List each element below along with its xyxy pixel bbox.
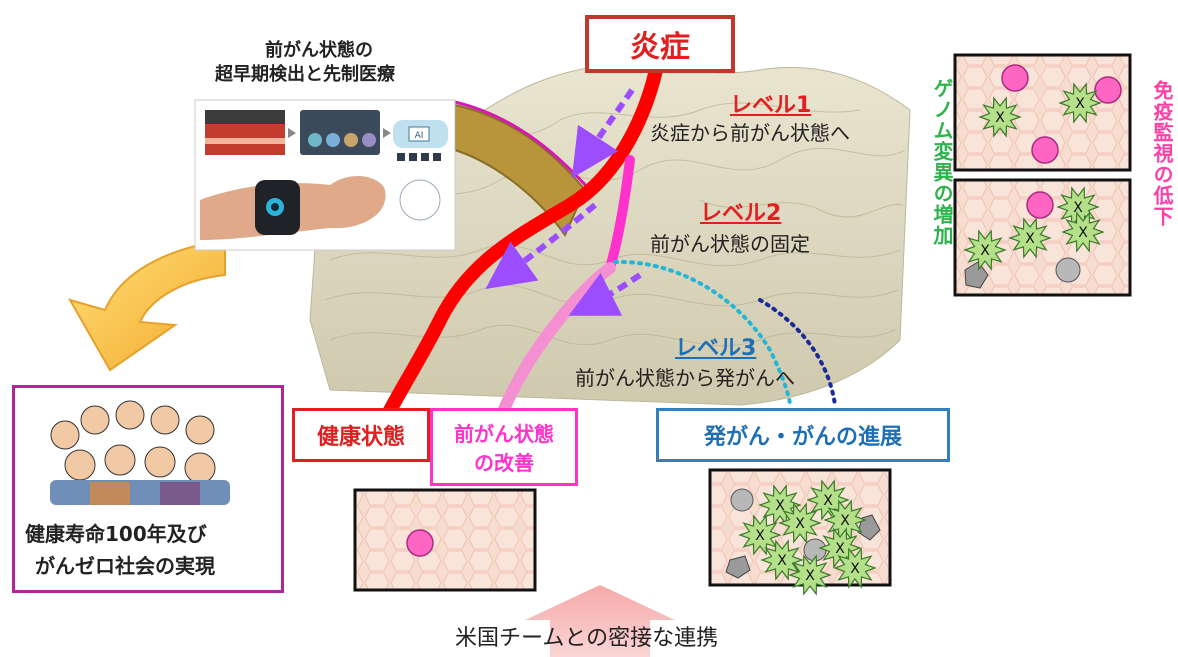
mutant-cell-marker: X — [775, 498, 785, 514]
mutant-cell-marker: X — [1078, 225, 1088, 241]
goal-line1: 健康寿命100年及び — [25, 522, 207, 546]
mutant-cell-marker: X — [777, 553, 787, 569]
mutant-cell: X — [760, 539, 804, 581]
dotted-cyan-path — [613, 259, 792, 407]
mutant-cell: X — [1061, 211, 1105, 253]
mutant-cell-marker: X — [840, 513, 850, 529]
mutant-cell: X — [823, 499, 867, 541]
mutant-cell: X — [778, 502, 822, 544]
progress-state-label: 発がん・がんの進展 — [703, 425, 902, 450]
healthy-state-box: 健康状態 — [292, 408, 430, 462]
device-image-panel: AI — [194, 99, 456, 251]
mutant-cell-marker: X — [1025, 231, 1035, 247]
bottom-up-arrow — [525, 585, 675, 657]
dotted-navy-path — [758, 298, 837, 407]
level3-desc: 前がん状態から発がんへ — [575, 366, 795, 390]
title-line2: 超早期検出と先制医療 — [215, 64, 395, 85]
mutant-cell: X — [963, 229, 1007, 271]
mutant-cell: X — [1008, 217, 1052, 259]
genome-side-label: ゲノム変異の増加 — [930, 78, 954, 246]
level1-name: レベル1 — [730, 93, 812, 118]
healthy-state-label: 健康状態 — [316, 425, 405, 450]
purple-arrows — [485, 88, 642, 316]
mutant-cell-marker: X — [1073, 200, 1083, 216]
immune-side-label: 免疫監視の低下 — [1150, 80, 1174, 227]
mutant-cell-marker: X — [980, 243, 990, 259]
improved-state-line2: の改善 — [474, 451, 534, 475]
cell-panel-middle — [953, 178, 1132, 297]
mutant-cell-marker: X — [835, 541, 845, 557]
orange-curved-arrow — [67, 238, 226, 372]
progress-state-box: 発がん・がんの進展 — [656, 408, 950, 462]
level2-desc: 前がん状態の固定 — [650, 232, 810, 256]
goal-line2: がんゼロ社会の実現 — [35, 554, 215, 578]
crowd-illustration — [50, 400, 230, 505]
mutant-cell-marker: X — [1075, 96, 1085, 112]
improved-state-line1: 前がん状態 — [454, 422, 554, 446]
cell-panel-healthy — [353, 488, 537, 592]
goal-box: 健康寿命100年及び がんゼロ社会の実現 — [12, 385, 284, 593]
mutant-cell: X — [1058, 82, 1102, 124]
mutant-cell: X — [788, 554, 832, 596]
magenta-path — [605, 155, 635, 273]
improved-state-box: 前がん状態 の改善 — [430, 408, 578, 486]
magenta-outline — [454, 100, 592, 192]
mutant-cell-marker: X — [795, 516, 805, 532]
level1-desc: 炎症から前がん状態へ — [650, 121, 850, 145]
cell-panel-top — [953, 53, 1132, 172]
level3-name: レベル3 — [675, 336, 757, 361]
mutant-cell-marker: X — [823, 493, 833, 509]
level2-name: レベル2 — [700, 201, 782, 226]
red-path — [378, 43, 667, 427]
mutant-cell: X — [978, 96, 1022, 138]
mutant-cell-marker: X — [805, 568, 815, 584]
mutant-cell: X — [833, 547, 877, 589]
mutant-cell-marker: X — [850, 561, 860, 577]
inflammation-box: 炎症 — [585, 15, 735, 73]
inflammation-band — [454, 103, 587, 238]
inflammation-label: 炎症 — [630, 30, 690, 65]
bottom-caption: 米国チームとの密接な連携 — [455, 626, 719, 651]
title-line1: 前がん状態の — [265, 40, 373, 61]
mutant-cell-marker: X — [995, 110, 1005, 126]
mutant-cell-marker: X — [755, 528, 765, 544]
chip-label: AI — [415, 131, 424, 141]
mutant-cell: X — [738, 514, 782, 556]
